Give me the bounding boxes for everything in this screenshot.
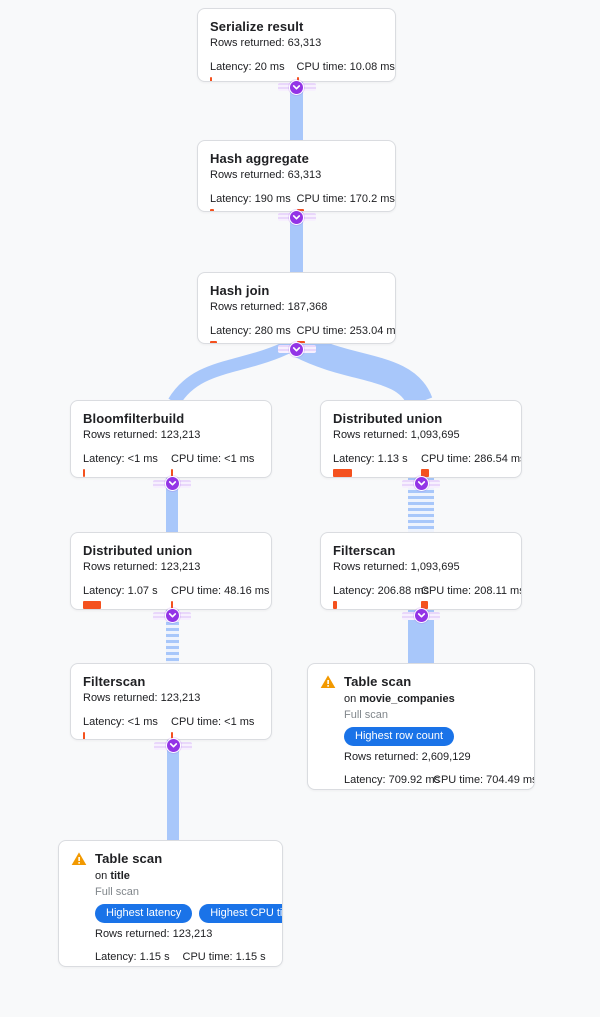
cpu-time-label: CPU time: 253.04 ms <box>296 325 396 337</box>
cpu-time-bar <box>421 469 429 477</box>
node-title: Serialize result <box>210 19 304 34</box>
node-target-table: on title <box>95 870 130 882</box>
plan-node-distributed-union-right[interactable]: Distributed union Rows returned: 1,093,6… <box>320 400 522 478</box>
chevron-down-icon[interactable] <box>289 341 304 357</box>
latency-label: Latency: 280 ms <box>210 325 291 337</box>
badge-highest-latency: Highest latency <box>95 904 193 923</box>
cpu-time-label: CPU time: <1 ms <box>171 716 255 728</box>
node-rows-returned: Rows returned: 1,093,695 <box>333 561 460 573</box>
node-rows-returned: Rows returned: 123,213 <box>83 429 201 441</box>
node-scan-type: Full scan <box>95 886 140 898</box>
plan-node-table-scan-title[interactable]: Table scan on title Full scan Highest la… <box>58 840 283 967</box>
node-rows-returned: Rows returned: 123,213 <box>83 561 201 573</box>
chevron-down-icon[interactable] <box>164 476 180 491</box>
badge-highest-cpu-time: Highest CPU time <box>199 904 282 923</box>
node-rows-returned: Rows returned: 123,213 <box>83 692 201 704</box>
latency-label: Latency: 190 ms <box>210 193 291 205</box>
node-rows-returned: Rows returned: 1,093,695 <box>333 429 460 441</box>
edge-distunion-filterscan-left <box>166 610 179 665</box>
cpu-time-label: CPU time: 10.08 ms <box>296 61 395 73</box>
cpu-time-label: CPU time: <1 ms <box>171 453 255 465</box>
latency-label: Latency: 709.92 ms <box>344 774 441 786</box>
plan-node-bloomfilterbuild[interactable]: Bloomfilterbuild Rows returned: 123,213 … <box>70 400 272 478</box>
latency-bar <box>83 469 85 477</box>
cpu-time-label: CPU time: 170.2 ms <box>296 193 395 205</box>
node-title: Hash join <box>210 283 270 298</box>
latency-label: Latency: <1 ms <box>83 716 158 728</box>
latency-label: Latency: 20 ms <box>210 61 285 73</box>
plan-node-hash-aggregate[interactable]: Hash aggregate Rows returned: 63,313 Lat… <box>197 140 396 212</box>
node-title: Hash aggregate <box>210 151 309 166</box>
chevron-down-icon[interactable] <box>289 79 304 95</box>
plan-node-filterscan-right[interactable]: Filterscan Rows returned: 1,093,695 Late… <box>320 532 522 610</box>
latency-bar <box>210 341 217 343</box>
node-rows-returned: Rows returned: 63,313 <box>210 37 322 49</box>
chevron-down-icon[interactable] <box>413 476 429 491</box>
latency-label: Latency: 206.88 ms <box>333 585 430 597</box>
plan-node-serialize-result[interactable]: Serialize result Rows returned: 63,313 L… <box>197 8 396 82</box>
chevron-down-icon[interactable] <box>413 608 429 623</box>
latency-bar <box>333 601 337 609</box>
badge-highest-row-count: Highest row count <box>344 727 455 746</box>
cpu-time-bar <box>171 601 173 609</box>
cpu-time-label: CPU time: 208.11 ms <box>421 585 522 597</box>
latency-label: Latency: <1 ms <box>83 453 158 465</box>
node-title: Table scan <box>95 851 163 866</box>
node-title: Distributed union <box>83 543 193 558</box>
latency-label: Latency: 1.13 s <box>333 453 408 465</box>
latency-bar <box>83 732 85 739</box>
latency-bar <box>83 601 101 609</box>
node-title: Distributed union <box>333 411 443 426</box>
warning-icon <box>71 851 87 966</box>
latency-bar <box>210 77 212 81</box>
chevron-down-icon[interactable] <box>164 608 180 623</box>
plan-node-hash-join[interactable]: Hash join Rows returned: 187,368 Latency… <box>197 272 396 344</box>
node-title: Filterscan <box>83 674 146 689</box>
plan-node-distributed-union-left[interactable]: Distributed union Rows returned: 123,213… <box>70 532 272 610</box>
node-rows-returned: Rows returned: 63,313 <box>210 169 322 181</box>
node-title: Filterscan <box>333 543 396 558</box>
cpu-time-bar <box>296 341 305 343</box>
plan-node-filterscan-left[interactable]: Filterscan Rows returned: 123,213 Latenc… <box>70 663 272 740</box>
edge-hashjoin-fork <box>168 340 433 406</box>
latency-label: Latency: 1.15 s <box>95 951 170 963</box>
latency-bar <box>210 209 214 211</box>
edge-bloomfilter-distunion <box>166 478 178 534</box>
cpu-time-bar <box>171 732 173 739</box>
chevron-down-icon[interactable] <box>165 738 181 753</box>
cpu-time-label: CPU time: 1.15 s <box>182 951 266 963</box>
node-rows-returned: Rows returned: 187,368 <box>210 301 328 313</box>
cpu-time-label: CPU time: 48.16 ms <box>171 585 270 597</box>
edge-hashaggregate-hashjoin <box>290 212 303 274</box>
edge-filterscan-tablescan-left <box>167 740 179 842</box>
latency-bar <box>333 469 352 477</box>
node-rows-returned: Rows returned: 2,609,129 <box>344 751 471 763</box>
cpu-time-bar <box>171 469 173 477</box>
node-target-table: on movie_companies <box>344 693 455 705</box>
cpu-time-bar <box>421 601 428 609</box>
node-title: Table scan <box>344 674 412 689</box>
cpu-time-bar <box>296 77 299 81</box>
cpu-time-label: CPU time: 286.54 ms <box>421 453 522 465</box>
plan-node-table-scan-movie-companies[interactable]: Table scan on movie_companies Full scan … <box>307 663 535 790</box>
latency-label: Latency: 1.07 s <box>83 585 158 597</box>
edge-serialize-hashaggregate <box>290 82 303 142</box>
warning-icon <box>320 674 336 789</box>
chevron-down-icon[interactable] <box>289 209 304 225</box>
cpu-time-label: CPU time: 704.49 ms <box>433 774 535 786</box>
node-rows-returned: Rows returned: 123,213 <box>95 928 213 940</box>
node-title: Bloomfilterbuild <box>83 411 185 426</box>
node-scan-type: Full scan <box>344 709 389 721</box>
